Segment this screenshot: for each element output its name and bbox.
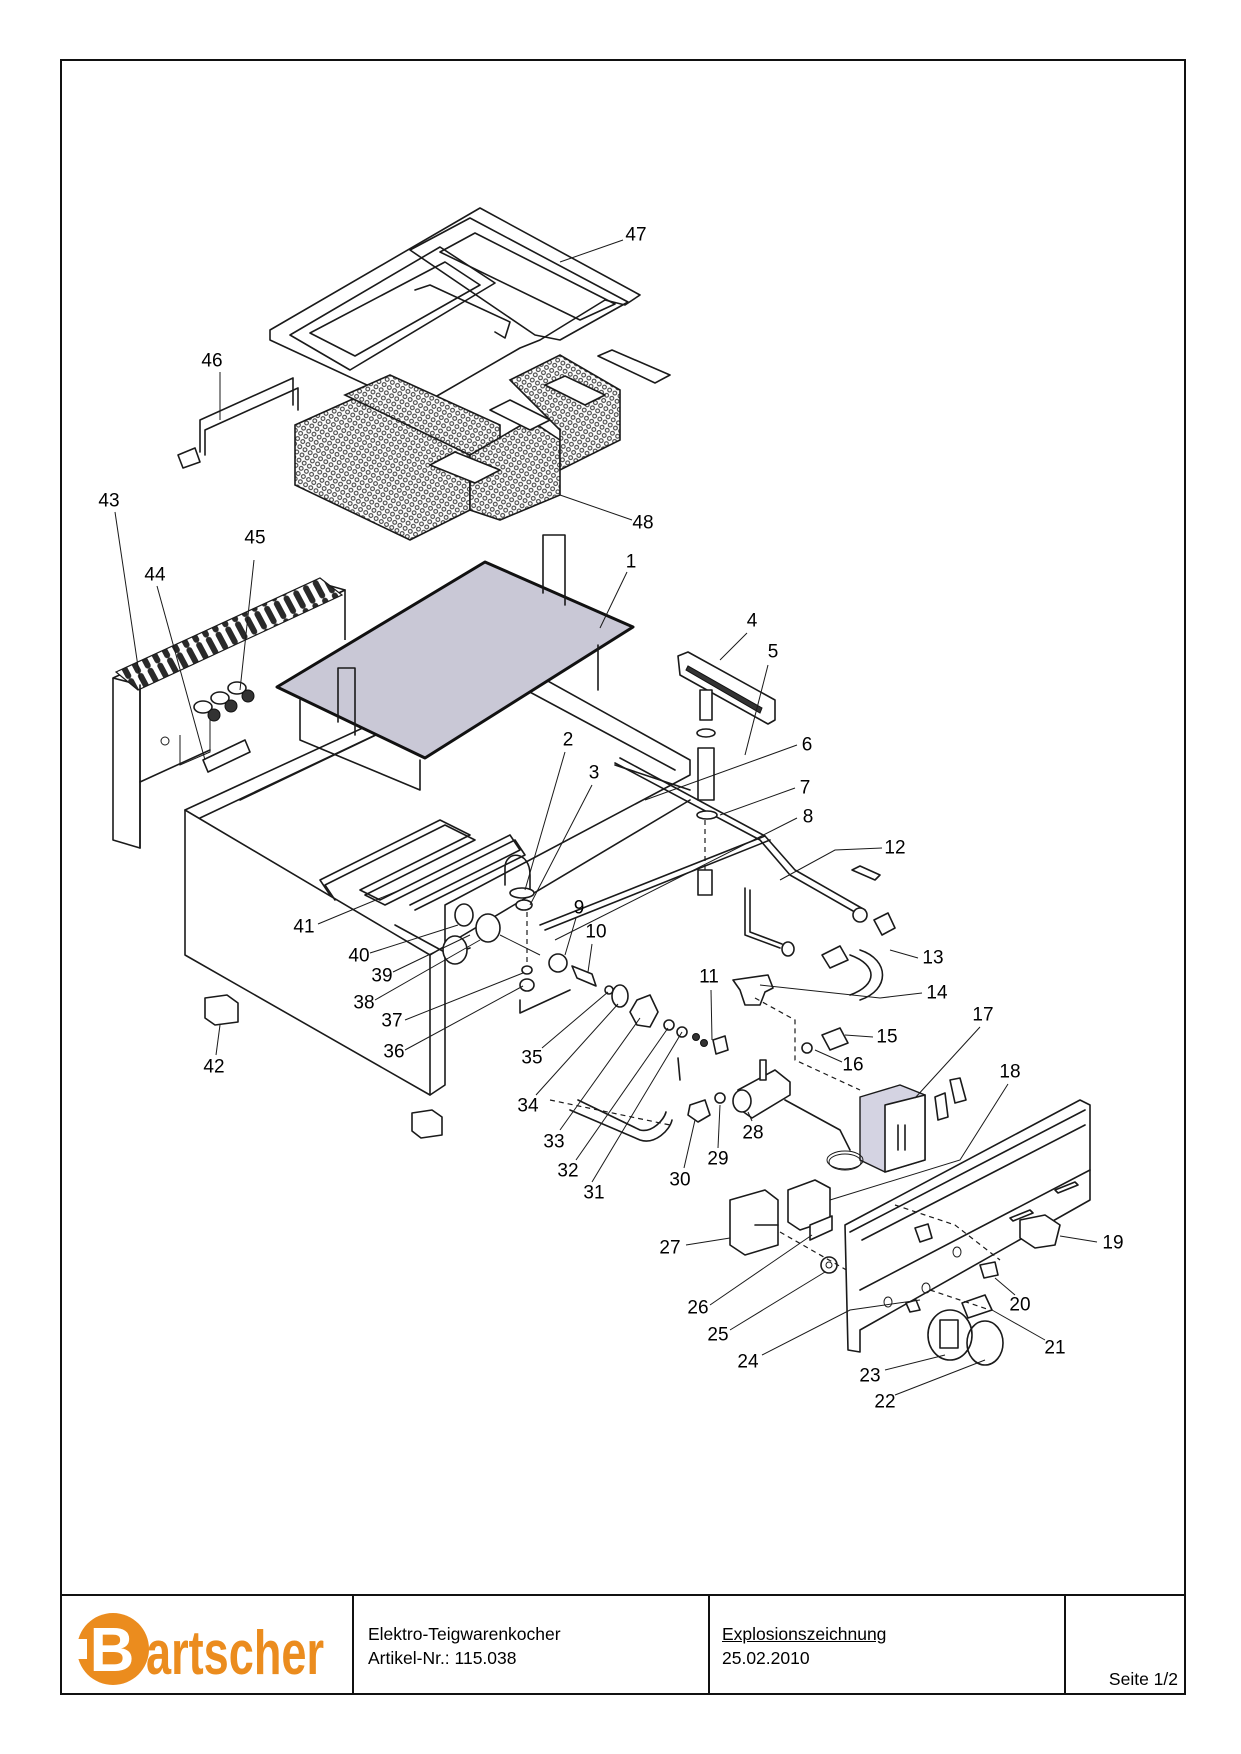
part-baskets [294, 349, 671, 541]
callout-20: 20 [1009, 1294, 1031, 1316]
part-contactor [859, 1077, 967, 1173]
part-level-indicator [614, 651, 776, 896]
document-type: Explosionszeichnung [722, 1624, 887, 1644]
callout-24: 24 [737, 1351, 759, 1373]
callout-42: 42 [203, 1056, 225, 1078]
callout-27: 27 [659, 1237, 681, 1259]
part-heating-element [319, 819, 526, 965]
callout-19: 19 [1102, 1232, 1124, 1254]
product-cell: Elektro-Teigwarenkocher Artikel-Nr.: 115… [354, 1596, 710, 1695]
callout-1: 1 [625, 551, 637, 573]
logo-wordmark: artscher [146, 1619, 324, 1687]
part-drain-assembly [454, 903, 597, 1014]
callout-7: 7 [799, 777, 811, 799]
callout-29: 29 [707, 1148, 729, 1170]
callout-8: 8 [802, 806, 814, 828]
part-energy-regulator [729, 1189, 851, 1274]
callout-2: 2 [562, 729, 574, 751]
product-name: Elektro-Teigwarenkocher [368, 1624, 561, 1644]
callout-38: 38 [353, 992, 375, 1014]
part-drain-valve [687, 1059, 791, 1123]
part-rear-panel [112, 577, 346, 849]
callout-23: 23 [859, 1365, 881, 1387]
callout-32: 32 [557, 1160, 579, 1182]
part-thermostat [784, 1099, 864, 1231]
document-cell: Explosionszeichnung 25.02.2010 [710, 1596, 1066, 1695]
bartscher-logo: B artscher [77, 1613, 324, 1687]
callout-4: 4 [746, 610, 758, 632]
callout-15: 15 [876, 1026, 898, 1048]
part-outlet-fittings [549, 984, 729, 1142]
callout-33: 33 [543, 1131, 565, 1153]
callout-48: 48 [632, 512, 654, 534]
part-control-panel [844, 1099, 1091, 1353]
callout-5: 5 [767, 641, 779, 663]
callout-40: 40 [348, 945, 370, 967]
callout-6: 6 [801, 734, 813, 756]
callout-18: 18 [999, 1061, 1021, 1083]
part-pipes-brackets [539, 757, 896, 1091]
callout-41: 41 [293, 916, 315, 938]
part-lid [269, 207, 641, 406]
logo-circle-icon [77, 1613, 149, 1685]
part-tray [275, 534, 635, 791]
callout-leaders [114, 239, 1098, 1396]
callout-14: 14 [926, 982, 948, 1004]
callout-34: 34 [517, 1095, 539, 1117]
callout-16: 16 [842, 1054, 864, 1076]
callout-46: 46 [201, 350, 223, 372]
callout-44: 44 [144, 564, 166, 586]
callout-25: 25 [707, 1324, 729, 1346]
callout-43: 43 [98, 490, 120, 512]
logo-cell: B artscher [60, 1596, 354, 1695]
callout-47: 47 [625, 224, 647, 246]
article-number: Artikel-Nr.: 115.038 [368, 1648, 517, 1668]
part-feet [204, 994, 443, 1139]
callout-17: 17 [972, 1004, 994, 1026]
callout-26: 26 [687, 1297, 709, 1319]
callout-31: 31 [583, 1182, 605, 1204]
callout-36: 36 [383, 1041, 405, 1063]
callout-45: 45 [244, 527, 266, 549]
callout-30: 30 [669, 1169, 691, 1191]
part-basket-hanger [177, 377, 299, 469]
page-number: Seite 1/2 [1108, 1669, 1178, 1689]
callout-21: 21 [1044, 1337, 1066, 1359]
callout-39: 39 [371, 965, 393, 987]
callout-28: 28 [742, 1122, 764, 1144]
callout-35: 35 [521, 1047, 543, 1069]
part-terminal-block [160, 720, 251, 773]
document-date: 25.02.2010 [722, 1648, 810, 1668]
callout-13: 13 [922, 947, 944, 969]
page-cell: Seite 1/2 [1066, 1596, 1186, 1695]
callout-3: 3 [588, 762, 600, 784]
drawing-frame [60, 59, 1186, 1695]
logo-letter: B [90, 1616, 135, 1685]
callout-9: 9 [573, 897, 585, 919]
title-block: B artscher Elektro-Teigwarenkocher Artik… [60, 1594, 1186, 1695]
callout-11: 11 [699, 966, 719, 988]
callout-22: 22 [874, 1391, 896, 1413]
part-indicator-lamps [193, 681, 255, 722]
callout-12: 12 [884, 837, 906, 859]
callout-37: 37 [381, 1010, 403, 1032]
callout-10: 10 [585, 921, 607, 943]
